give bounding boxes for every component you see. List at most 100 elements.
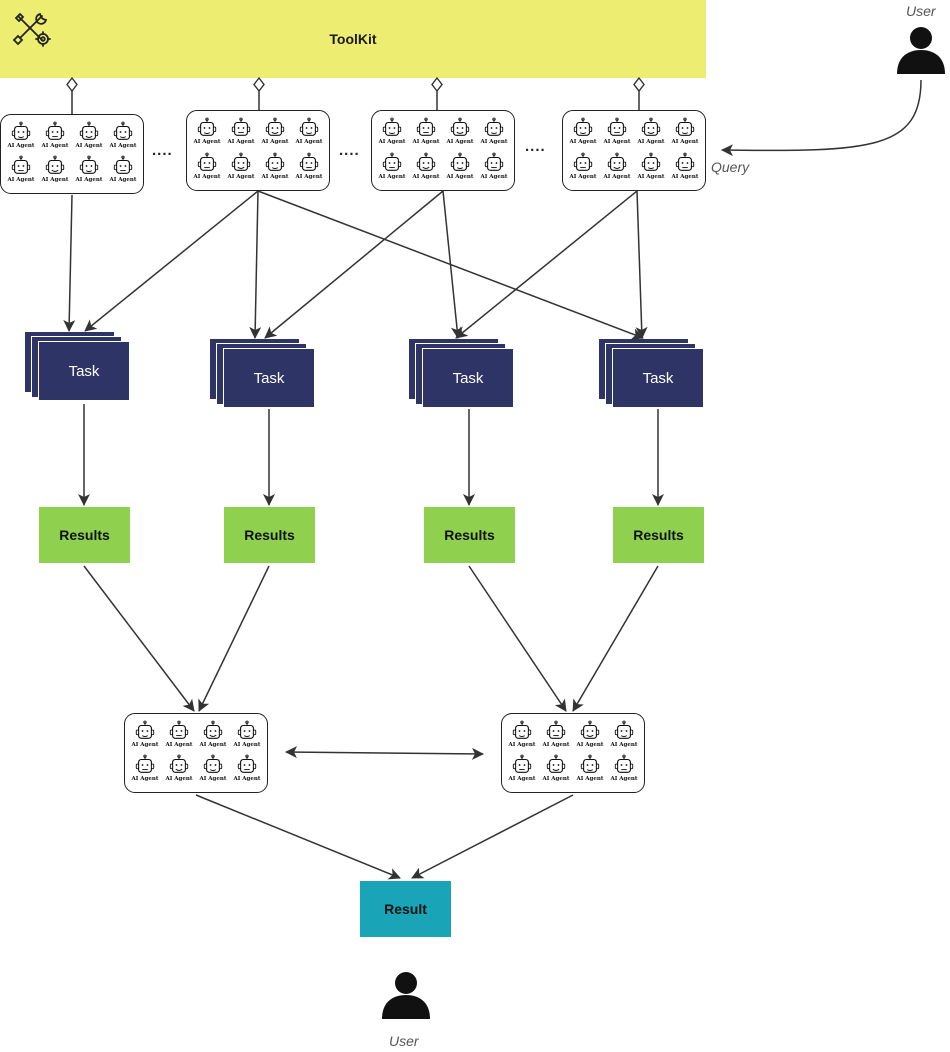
task-stack-3[interactable]: Task [408, 338, 514, 418]
task-stack-1[interactable]: Task [24, 331, 130, 411]
ai-agent: AI Agent [4, 155, 38, 189]
ai-agent: AI Agent [292, 117, 326, 152]
ai-agent: AI Agent [477, 152, 511, 187]
robot-icon [640, 152, 662, 174]
ai-agent-label: AI Agent [446, 173, 474, 180]
robot-icon [381, 152, 403, 174]
robot-icon [44, 121, 66, 143]
ai-agent: AI Agent [566, 117, 600, 152]
result-box[interactable]: Result [360, 881, 451, 937]
ai-agent-label: AI Agent [412, 173, 440, 180]
ai-agent-label: AI Agent [227, 173, 255, 180]
robot-icon [134, 720, 156, 742]
query-label: Query [711, 159, 750, 175]
robot-icon [264, 152, 286, 174]
arrow [84, 190, 259, 332]
query-arrow [721, 79, 922, 157]
task-card-front: Task [612, 348, 704, 408]
results-box-3[interactable]: Results [424, 507, 515, 563]
robot-icon [78, 155, 100, 177]
ai-agent-label: AI Agent [508, 776, 536, 782]
ai-agent-label: AI Agent [227, 139, 255, 145]
agent-group-3[interactable]: AI Agent AI Agent AI Agent AI Agent AI Agent… [371, 110, 515, 191]
ai-agent-label: AI Agent [542, 742, 570, 748]
results-box-2[interactable]: Results [224, 507, 315, 563]
ai-agent: AI Agent [258, 117, 292, 152]
robot-icon [264, 117, 286, 139]
ai-agent-label: AI Agent [378, 139, 406, 145]
results-box-4[interactable]: Results [613, 507, 704, 563]
robot-icon [202, 720, 224, 742]
ai-agent-label: AI Agent [576, 776, 604, 782]
robot-icon [381, 117, 403, 139]
arrow [195, 794, 401, 880]
user-icon [382, 972, 430, 1019]
robot-icon [572, 117, 594, 139]
robot-icon [449, 152, 471, 174]
toolkit-label: ToolKit [329, 31, 377, 47]
ellipsis-2: .... [339, 142, 360, 159]
robot-icon [606, 152, 628, 174]
ai-agent-label: AI Agent [165, 742, 193, 748]
arrow [635, 190, 648, 339]
robot-icon [449, 117, 471, 139]
ai-agent: AI Agent [505, 720, 539, 754]
robot-icon [196, 117, 218, 139]
ai-agent-label: AI Agent [412, 139, 440, 145]
ai-agent-label: AI Agent [671, 173, 699, 180]
ai-agent: AI Agent [128, 720, 162, 754]
ai-agent: AI Agent [196, 754, 230, 788]
ai-agent: AI Agent [224, 152, 258, 187]
ai-agent-label: AI Agent [41, 143, 69, 149]
robot-icon [112, 121, 134, 143]
toolkit-bar[interactable]: ToolKit [0, 0, 706, 78]
robot-icon [134, 754, 156, 776]
robot-icon [236, 754, 258, 776]
ai-agent-label: AI Agent [75, 177, 103, 183]
arrow [572, 565, 659, 712]
robot-icon [483, 152, 505, 174]
ai-agent-label: AI Agent [295, 139, 323, 145]
ai-agent-label: AI Agent [378, 173, 406, 180]
task-stack-4[interactable]: Task [598, 338, 704, 418]
ai-agent: AI Agent [190, 117, 224, 152]
ai-agent-label: AI Agent [480, 173, 508, 180]
robot-icon [112, 155, 134, 177]
robot-icon [613, 754, 635, 776]
ai-agent-label: AI Agent [603, 139, 631, 145]
ai-agent-label: AI Agent [261, 173, 289, 180]
ai-agent: AI Agent [162, 754, 196, 788]
ai-agent: AI Agent [375, 117, 409, 152]
ai-agent-label: AI Agent [261, 139, 289, 145]
ai-agent: AI Agent [607, 754, 641, 788]
ai-agent: AI Agent [230, 720, 264, 754]
arrow [63, 194, 76, 332]
arrow [468, 565, 567, 712]
ai-agent: AI Agent [190, 152, 224, 187]
robot-icon [202, 754, 224, 776]
ellipsis-3: .... [525, 138, 546, 155]
task-card-front: Task [223, 348, 315, 408]
ai-agent-label: AI Agent [75, 143, 103, 149]
results-box-1[interactable]: Results [39, 507, 130, 563]
robot-icon [415, 117, 437, 139]
robot-icon [545, 754, 567, 776]
ai-agent-label: AI Agent [295, 173, 323, 180]
robot-icon [640, 117, 662, 139]
task-stack-2[interactable]: Task [209, 338, 315, 418]
ai-agent-label: AI Agent [671, 139, 699, 145]
aggregation-diamond [633, 76, 645, 93]
arrow [442, 190, 463, 339]
ai-agent: AI Agent [38, 121, 72, 155]
ai-agent: AI Agent [634, 152, 668, 187]
ai-agent-label: AI Agent [637, 139, 665, 145]
